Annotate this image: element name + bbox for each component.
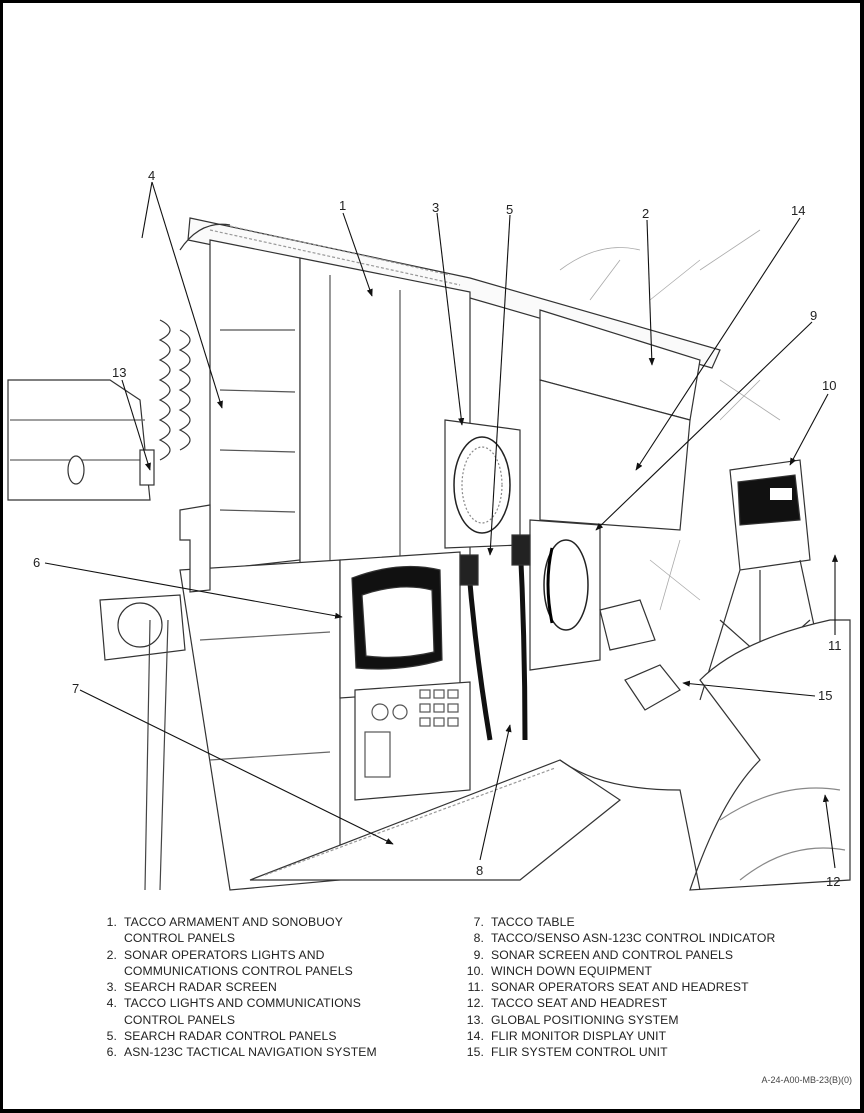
figure-id: A-24-A00-MB-23(B)(0) xyxy=(761,1075,852,1085)
legend-item: 1.TACCO ARMAMENT AND SONOBUOY CONTROL PA… xyxy=(106,915,343,946)
callout-9: 9 xyxy=(810,308,817,323)
callout-14: 14 xyxy=(791,203,805,218)
legend-item: 13.GLOBAL POSITIONING SYSTEM xyxy=(466,1012,679,1027)
callout-12: 12 xyxy=(826,874,840,889)
callout-3: 3 xyxy=(432,200,439,215)
legend-item: 5.SEARCH RADAR CONTROL PANELS xyxy=(106,1029,337,1044)
legend-left-column: 1.TACCO ARMAMENT AND SONOBUOY CONTROL PA… xyxy=(95,914,455,1061)
callout-1: 1 xyxy=(339,198,346,213)
callout-2: 2 xyxy=(642,206,649,221)
legend-item: 6.ASN-123C TACTICAL NAVIGATION SYSTEM xyxy=(106,1045,377,1060)
callout-6: 6 xyxy=(33,555,40,570)
legend-item: 3.SEARCH RADAR SCREEN xyxy=(106,980,277,995)
callout-leaders xyxy=(44,181,839,869)
legend-right-column: 7.TACCO TABLE 8.TACCO/SENSO ASN-123C CON… xyxy=(462,914,832,1061)
callout-4: 4 xyxy=(148,168,155,183)
legend-item: 11.SONAR OPERATORS SEAT AND HEADREST xyxy=(467,980,749,995)
callout-8: 8 xyxy=(476,863,483,878)
legend-item: 7.TACCO TABLE xyxy=(473,915,575,929)
legend-item: 9.SONAR SCREEN AND CONTROL PANELS xyxy=(473,947,734,962)
legend-item: 14.FLIR MONITOR DISPLAY UNIT xyxy=(466,1029,667,1044)
legend-item: 10.WINCH DOWN EQUIPMENT xyxy=(466,963,653,978)
callout-10: 10 xyxy=(822,378,836,393)
legend-item: 4.TACCO LIGHTS AND COMMUNICATIONS CONTRO… xyxy=(106,996,361,1027)
legend-item: 15.FLIR SYSTEM CONTROL UNIT xyxy=(466,1045,668,1060)
legend-item: 8.TACCO/SENSO ASN-123C CONTROL INDICATOR xyxy=(473,931,776,946)
legend-item: 2.SONAR OPERATORS LIGHTS AND COMMUNICATI… xyxy=(106,947,353,978)
callout-13: 13 xyxy=(112,365,126,380)
callout-7: 7 xyxy=(72,681,79,696)
console-body xyxy=(7,217,851,891)
callout-5: 5 xyxy=(506,202,513,217)
callout-11: 11 xyxy=(828,638,842,653)
callout-15: 15 xyxy=(818,688,832,703)
callout-labels: 1 2 3 4 5 6 7 8 9 10 11 12 13 14 15 xyxy=(33,168,842,889)
legend-item: 12.TACCO SEAT AND HEADREST xyxy=(466,996,668,1011)
